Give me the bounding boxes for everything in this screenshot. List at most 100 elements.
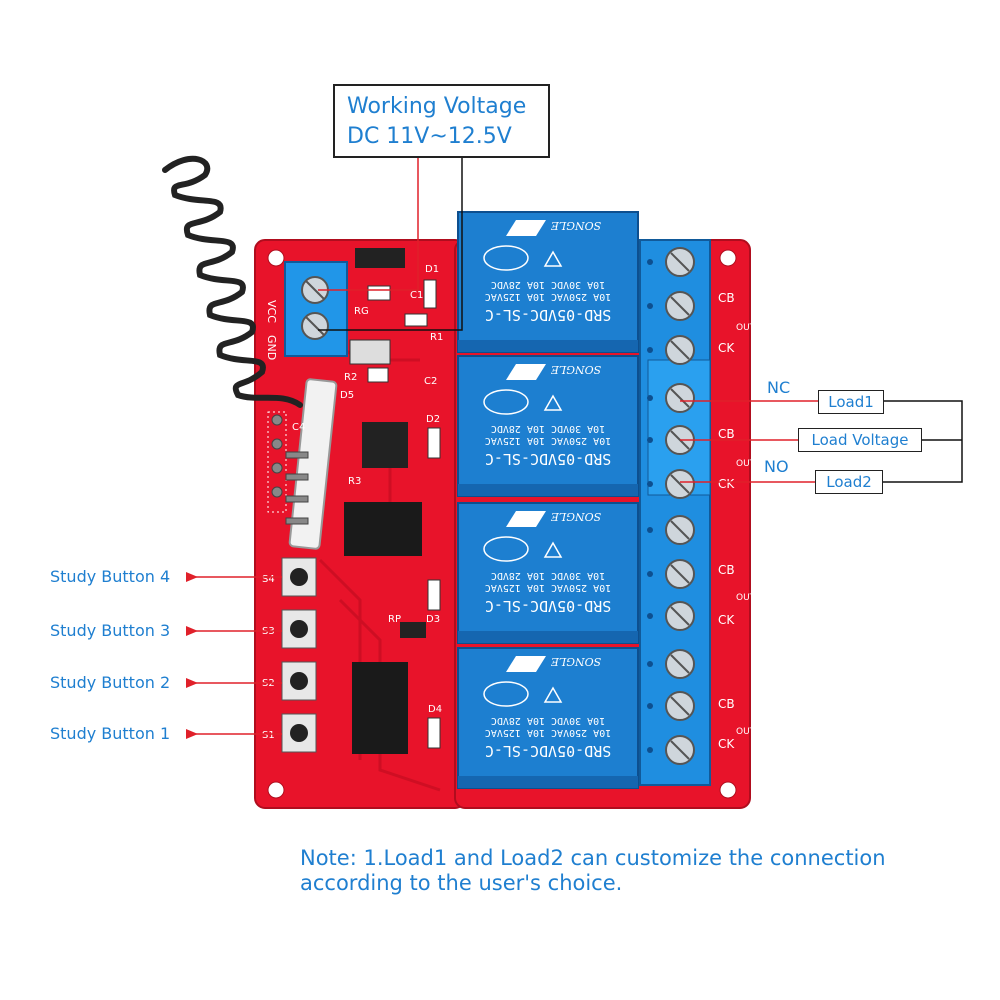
songle-logo (506, 656, 546, 672)
relay-rating-2: 10A 30VDC 10A 28VDC (491, 423, 605, 434)
cqc-mark (483, 536, 529, 562)
label-s4: S4 (262, 574, 275, 585)
out2-cb: CB (718, 427, 735, 441)
relay-body (457, 647, 639, 789)
smd-components: D1 D2 D3 D4 D5 R1 R2 R3 RG C1 C2 C4 RP S… (262, 248, 443, 754)
label-c4: C4 (292, 422, 305, 433)
relay-brand: SONGLE (551, 219, 601, 232)
load2-box: Load2 (815, 470, 883, 494)
out3-label: OUT3 (736, 593, 761, 603)
voltage-leader-lines (318, 158, 463, 331)
label-d2: D2 (426, 414, 440, 425)
relay-rating-1: 10A 250VAC 10A 125VAC (485, 435, 611, 446)
screw-slot-9 (670, 606, 690, 626)
terminal-screws (647, 247, 695, 765)
label-rg: RG (354, 306, 369, 317)
out1-ck: CK (718, 341, 735, 355)
label-d5: D5 (340, 390, 354, 401)
label-d4: D4 (428, 704, 442, 715)
relay-base (458, 484, 638, 496)
songle-logo (506, 364, 546, 380)
study-button-2-label: Study Button 2 (50, 673, 171, 692)
relay-brand: SONGLE (551, 363, 601, 376)
tact-switches (281, 557, 317, 753)
load-voltage-box: Load Voltage (798, 428, 922, 452)
relay-model: SRD-05VDC-SL-C (485, 742, 611, 760)
terminal-pin-2 (647, 303, 653, 309)
label-d1: D1 (425, 264, 439, 275)
relay-base (458, 340, 638, 352)
out4-ck: CK (718, 737, 735, 751)
label-c2: C2 (424, 376, 437, 387)
cqc-mark (483, 245, 529, 271)
screw-slot-2 (670, 296, 690, 316)
study-button-4-label: Study Button 4 (50, 567, 171, 586)
out1-cb: CB (718, 291, 735, 305)
relay-body (457, 211, 639, 353)
screw-slot-12 (670, 740, 690, 760)
terminal-pin-11 (647, 703, 653, 709)
load-wiring (680, 400, 963, 483)
triangle-mark (543, 394, 563, 411)
relay-model: SRD-05VDC-SL-C (485, 597, 611, 615)
terminal-pin-12 (647, 747, 653, 753)
cqc-mark (483, 389, 529, 415)
label-rp: RP (388, 614, 401, 625)
songle-logo (506, 511, 546, 527)
relay-rating-1: 10A 250VAC 10A 125VAC (485, 727, 611, 738)
label-c1: C1 (410, 290, 423, 301)
screw-slot-3 (670, 340, 690, 360)
relay-rating-2: 10A 30VDC 10A 28VDC (491, 570, 605, 581)
relay-rating-2: 10A 30VDC 10A 28VDC (491, 715, 605, 726)
study-button-3-label: Study Button 3 (50, 621, 171, 640)
load1-box: Load1 (818, 390, 884, 414)
relay-base (458, 631, 638, 643)
terminal-pin-5 (647, 437, 653, 443)
relay-rating-1: 10A 250VAC 10A 125VAC (485, 582, 611, 593)
relay-base (458, 776, 638, 788)
note-line-2: according to the user's choice. (300, 871, 623, 895)
relay-body (457, 502, 639, 644)
vcc-label: VCC (265, 300, 278, 323)
songle-logo (506, 220, 546, 236)
gnd-label: GND (265, 335, 278, 360)
working-voltage-title: Working Voltage (347, 94, 527, 119)
out4-label: OUT4 (736, 727, 761, 737)
connection-note: Note: 1.Load1 and Load2 can customize th… (300, 846, 960, 896)
working-voltage-range: DC 11V~12.5V (347, 124, 512, 149)
terminal-pin-3 (647, 347, 653, 353)
power-terminal-block: VCC GND (265, 261, 348, 360)
screw-slot-7 (670, 520, 690, 540)
nc-label: NC (767, 378, 791, 397)
triangle-mark (543, 686, 563, 703)
relay-rating-1: 10A 250VAC 10A 125VAC (485, 291, 611, 302)
terminal-pin-8 (647, 571, 653, 577)
terminal-pin-6 (647, 481, 653, 487)
label-r2: R2 (344, 372, 357, 383)
screw-slot-10 (670, 654, 690, 674)
screw-slot-4 (670, 388, 690, 408)
terminal-pin-4 (647, 395, 653, 401)
label-r3: R3 (348, 476, 361, 487)
screw-slot-11 (670, 696, 690, 716)
antenna-coil (162, 155, 303, 408)
out3-ck: CK (718, 613, 735, 627)
out2-ck: CK (718, 477, 735, 491)
study-button-arrows (186, 572, 282, 739)
screw-slot-8 (670, 564, 690, 584)
working-voltage-box: Working Voltage DC 11V~12.5V (333, 84, 550, 158)
study-button-1-label: Study Button 1 (50, 724, 171, 743)
out1-label: OUT1 (736, 323, 761, 333)
relay-model: SRD-05VDC-SL-C (485, 306, 611, 324)
relay-brand: SONGLE (551, 655, 601, 668)
triangle-mark (543, 541, 563, 558)
out2-label: OUT2 (736, 459, 761, 469)
